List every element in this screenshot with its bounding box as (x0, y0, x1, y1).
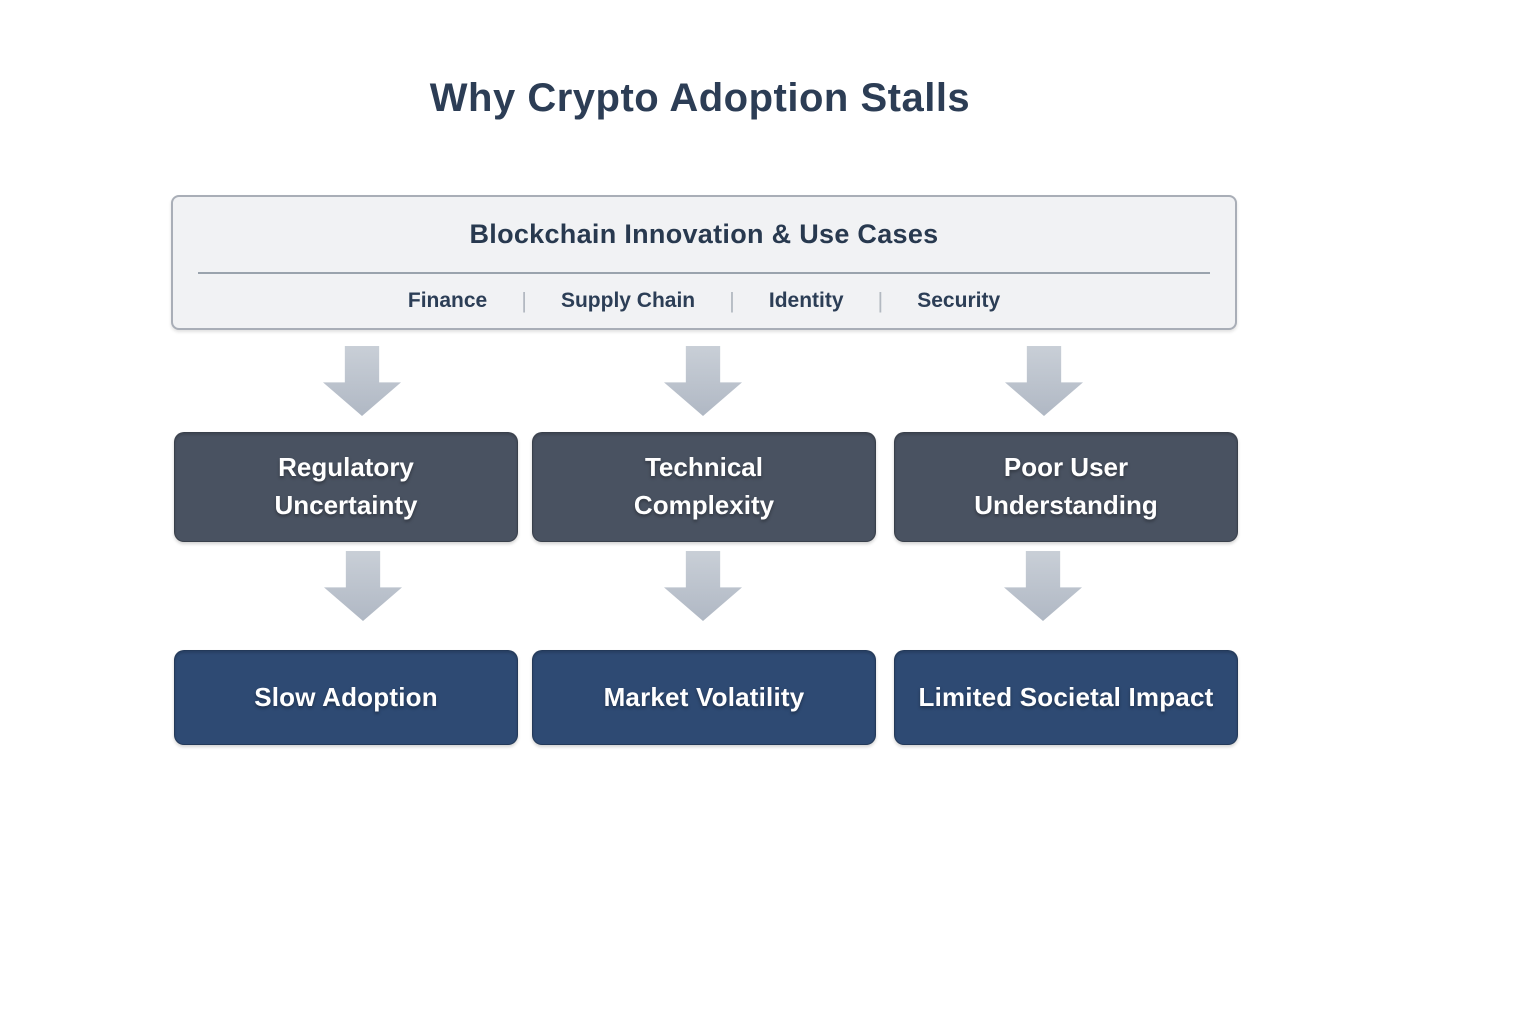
down-arrow-icon (1004, 551, 1082, 621)
source-categories: Finance | Supply Chain | Identity | Secu… (173, 274, 1235, 328)
cause-box-regulatory-uncertainty: Regulatory Uncertainty (174, 432, 518, 542)
category-finance: Finance (407, 289, 488, 312)
category-security: Security (917, 289, 1001, 312)
effect-box-slow-adoption: Slow Adoption (174, 650, 518, 745)
down-arrow-icon (664, 346, 742, 416)
category-supply-chain: Supply Chain (560, 289, 696, 312)
effect-box-market-volatility: Market Volatility (532, 650, 876, 745)
page-title: Why Crypto Adoption Stalls (429, 76, 971, 120)
source-box-divider (198, 272, 1210, 274)
effect-box-limited-societal-impact: Limited Societal Impact (894, 650, 1238, 745)
source-box-title: Blockchain Innovation & Use Cases (469, 219, 939, 249)
category-separator: | (521, 288, 527, 313)
down-arrow-icon (323, 346, 401, 416)
down-arrow-icon (324, 551, 402, 621)
category-identity: Identity (768, 289, 844, 312)
category-separator: | (877, 288, 884, 313)
source-box: Blockchain Innovation & Use Cases Financ… (171, 195, 1237, 330)
cause-box-technical-complexity: Technical Complexity (532, 432, 876, 542)
category-separator: | (729, 288, 735, 313)
cause-box-poor-user-understanding: Poor User Understanding (894, 432, 1238, 542)
down-arrow-icon (664, 551, 742, 621)
down-arrow-icon (1005, 346, 1083, 416)
